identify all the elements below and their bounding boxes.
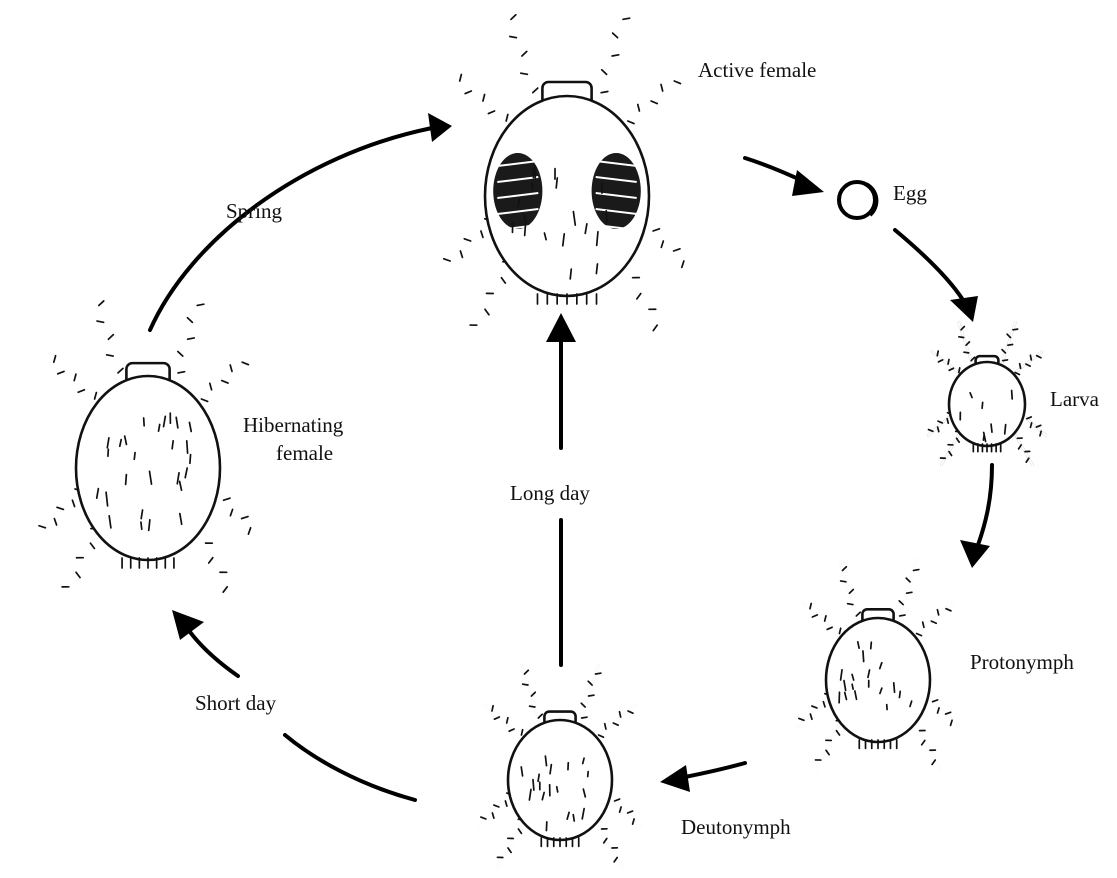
spring-label: Spring [226, 199, 283, 223]
short-day-label: Short day [195, 691, 277, 715]
protonymph-label: Protonymph [970, 650, 1074, 674]
hibernating-female-label-line1: Hibernating [243, 413, 344, 437]
long-day-label: Long day [510, 481, 590, 505]
egg-illustration [839, 182, 876, 218]
deutonymph-label: Deutonymph [681, 815, 791, 839]
active-female-label: Active female [698, 58, 816, 82]
hibernating-female-label-line2: female [276, 441, 333, 465]
larva-label: Larva [1050, 387, 1100, 411]
egg-label: Egg [893, 181, 927, 205]
